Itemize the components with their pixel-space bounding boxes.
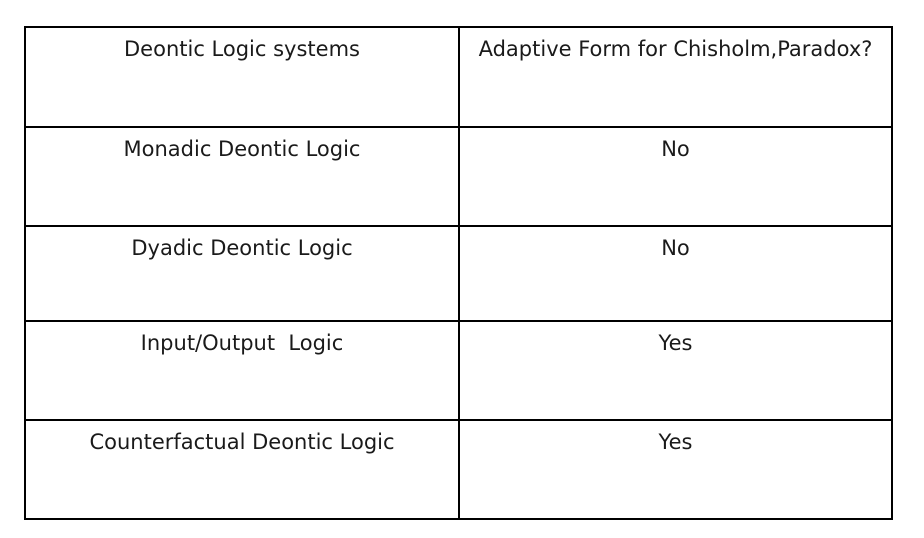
table-header-row: Deontic Logic systems Adaptive Form for … xyxy=(24,26,893,128)
deontic-logic-table: Deontic Logic systems Adaptive Form for … xyxy=(24,26,893,520)
system-name-cell: Monadic Deontic Logic xyxy=(24,126,460,227)
system-name-cell: Dyadic Deontic Logic xyxy=(24,225,460,322)
header-cell-adaptive-form: Adaptive Form for Chisholm,Paradox? xyxy=(458,26,893,128)
adaptive-form-cell: Yes xyxy=(458,419,893,520)
system-name-cell: Input/Output Logic xyxy=(24,320,460,421)
table-row: Counterfactual Deontic Logic Yes xyxy=(24,419,893,520)
adaptive-form-cell: No xyxy=(458,126,893,227)
adaptive-form-cell: Yes xyxy=(458,320,893,421)
table-row: Monadic Deontic Logic No xyxy=(24,126,893,227)
table-row: Input/Output Logic Yes xyxy=(24,320,893,421)
table-row: Dyadic Deontic Logic No xyxy=(24,225,893,322)
adaptive-form-cell: No xyxy=(458,225,893,322)
system-name-cell: Counterfactual Deontic Logic xyxy=(24,419,460,520)
header-cell-systems: Deontic Logic systems xyxy=(24,26,460,128)
